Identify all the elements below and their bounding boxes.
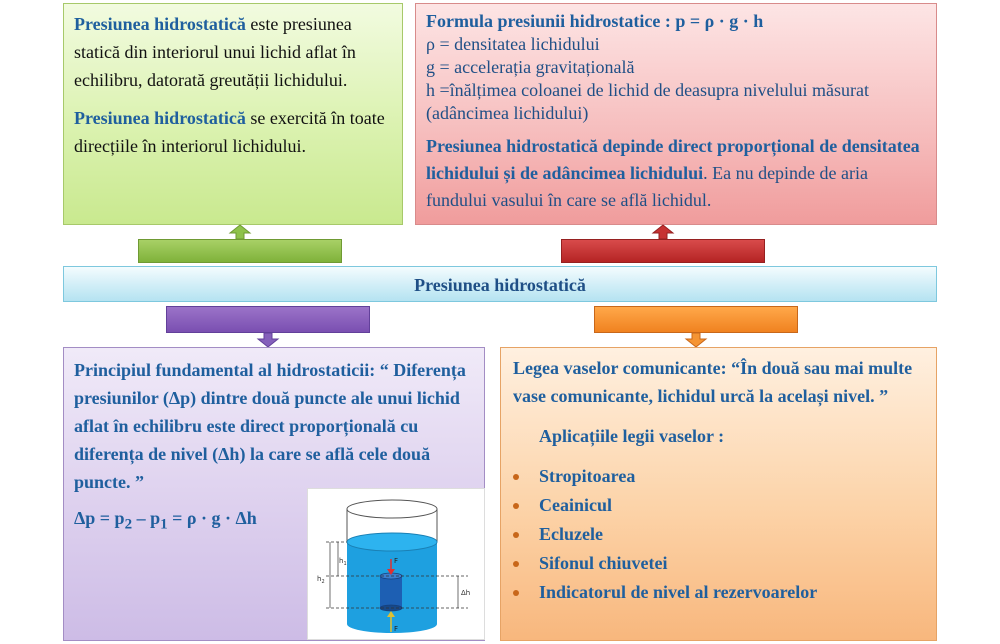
direction-text: se exercită în toate direcțiile în inter… — [74, 108, 385, 156]
hydrostatic-pressure-definition-box: Presiunea hidrostatică este presiunea st… — [63, 3, 403, 225]
bullet-icon — [513, 532, 519, 538]
label-h1: h1 — [339, 557, 347, 567]
definition-term: Presiunea hidrostatică — [74, 14, 246, 34]
definition-h: h =înălțimea coloanei de lichid de deasu… — [426, 80, 870, 123]
connector-green — [138, 239, 342, 263]
bullet-icon — [513, 561, 519, 567]
connector-purple — [166, 306, 370, 333]
label-delta-h: Δh — [461, 589, 470, 597]
connector-red — [561, 239, 765, 263]
applications-list: Stropitoarea Ceainicul Ecluzele Sifonul … — [513, 462, 926, 607]
label-force-bottom: F — [394, 625, 398, 633]
arrow-down-orange-icon — [684, 332, 708, 348]
formula-lhs: Δp = p — [74, 508, 125, 528]
definition-rho: ρ = densitatea lichidului — [426, 34, 600, 54]
formula-sub-2: 2 — [124, 516, 133, 533]
direction-paragraph: Presiunea hidrostatică se exercită în to… — [74, 104, 392, 160]
formula-sub-1: 1 — [160, 516, 168, 533]
dependence-normal: . Ea nu depinde de aria fundului vasului… — [426, 163, 869, 210]
force-down-arrow-icon — [387, 569, 395, 575]
cylinder-diagram: h1 h2 Δh F F — [317, 499, 470, 633]
hydrostatic-cylinder-figure: h1 h2 Δh F F — [307, 488, 485, 640]
formula-rhs: = ρ · g · Δh — [167, 508, 257, 528]
bullet-icon — [513, 474, 519, 480]
dependence-bold: Presiunea hidrostatică depinde direct pr… — [426, 136, 920, 183]
list-item: Sifonul chiuvetei — [513, 549, 926, 578]
connector-orange — [594, 306, 798, 333]
arrow-up-red-icon — [651, 224, 675, 240]
liquid-surface — [346, 532, 438, 552]
vessels-law-text: Legea vaselor comunicante: “În două sau … — [513, 358, 913, 406]
bullet-icon — [513, 590, 519, 596]
principle-formula: Δp = p2 – p1 = ρ · g · Δh — [74, 508, 474, 534]
list-item: Indicatorul de nivel al rezervoarelor — [513, 578, 926, 607]
list-item: Ceainicul — [513, 491, 926, 520]
label-h2: h2 — [317, 575, 325, 585]
formula-box: Formula presiunii hidrostatice : p = ρ ·… — [415, 3, 937, 225]
force-up-arrow-icon — [387, 611, 395, 617]
formula-mid: – p — [132, 508, 161, 528]
central-title: Presiunea hidrostatică — [414, 275, 586, 295]
arrow-up-green-icon — [228, 224, 252, 240]
definition-text: este presiunea statică din interiorul un… — [74, 14, 356, 90]
communicating-vessels-box: Legea vaselor comunicante: “În două sau … — [500, 347, 937, 641]
label-force-top: F — [394, 557, 398, 565]
applications-title: Aplicațiile legii vaselor : — [539, 426, 725, 446]
definition-paragraph: Presiunea hidrostatică este presiunea st… — [74, 10, 392, 94]
bullet-icon — [513, 503, 519, 509]
liquid-column — [380, 576, 402, 608]
dependence-statement: Presiunea hidrostatică depinde direct pr… — [426, 133, 926, 214]
central-title-banner: Presiunea hidrostatică — [63, 266, 937, 302]
list-item: Stropitoarea — [513, 462, 926, 491]
direction-term: Presiunea hidrostatică — [74, 108, 246, 128]
definition-g: g = accelerația gravitațională — [426, 57, 635, 77]
formula-title: Formula presiunii hidrostatice : p = ρ ·… — [426, 11, 764, 31]
arrow-down-purple-icon — [256, 332, 280, 348]
list-item: Ecluzele — [513, 520, 926, 549]
principle-text: Principiul fundamental al hidrostaticii:… — [74, 360, 466, 492]
